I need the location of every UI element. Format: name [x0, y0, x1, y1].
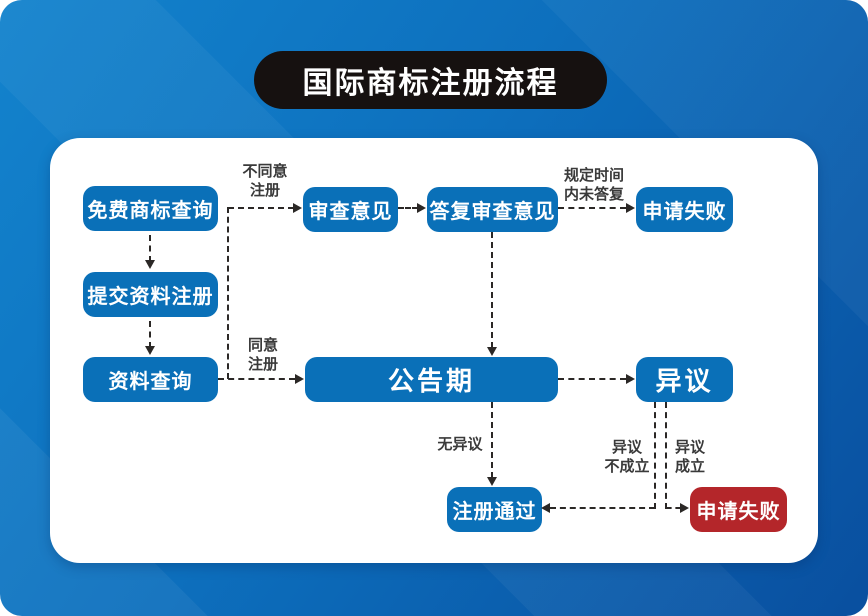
connector-branch-to-review	[228, 207, 294, 209]
arrowhead-inquiry-to-announce	[295, 374, 304, 384]
arrowhead-submit-to-inquiry	[145, 346, 155, 355]
node-announcement-period: 公告期	[305, 357, 558, 402]
arrowhead-objection-to-registered	[541, 503, 550, 513]
node-objection: 异议	[636, 357, 733, 402]
page-title: 国际商标注册流程	[302, 67, 559, 100]
connector-reply-to-fail	[558, 207, 626, 209]
edge-label-objection-established: 异议 成立	[674, 439, 705, 475]
node-submit-registration: 提交资料注册	[83, 272, 218, 317]
connector-submit-to-inquiry	[149, 321, 151, 348]
flowchart-card: 免费商标查询 提交资料注册 资料查询 审查意见 答复审查意见 申请失败 公告期 …	[50, 138, 818, 563]
node-application-failed-bottom: 申请失败	[690, 487, 787, 532]
arrowhead-review-to-reply	[417, 203, 426, 213]
edge-label-disagree-register: 不同意 注册	[242, 163, 288, 199]
connector-announce-to-objection	[558, 378, 626, 380]
arrowhead-reply-to-announce	[487, 347, 497, 356]
node-reply-examination-opinion: 答复审查意见	[427, 187, 558, 232]
arrowhead-search-to-submit	[145, 260, 155, 269]
connector-inquiry-to-announce	[218, 378, 295, 380]
node-data-inquiry: 资料查询	[83, 357, 218, 402]
connector-objection-down-right	[665, 402, 667, 509]
arrowhead-announce-to-objection	[626, 374, 635, 384]
node-registration-approved: 注册通过	[447, 487, 542, 532]
connector-branch-up	[227, 207, 229, 379]
connector-reply-to-announce	[491, 232, 493, 348]
arrowhead-announce-to-registered	[487, 477, 497, 486]
connector-search-to-submit	[149, 235, 151, 262]
edge-label-no-reply-in-time: 规定时间 内未答复	[563, 167, 624, 203]
connector-announce-to-registered	[491, 402, 493, 478]
arrowhead-branch-to-review	[293, 203, 302, 213]
node-free-trademark-search: 免费商标查询	[83, 186, 218, 231]
connector-objection-to-registered	[550, 507, 655, 509]
arrowhead-reply-to-fail	[626, 203, 635, 213]
edge-label-objection-not-established: 异议 不成立	[604, 439, 650, 475]
node-examination-opinion: 审查意见	[303, 187, 398, 232]
arrowhead-objection-to-fail	[680, 503, 689, 513]
edge-label-no-objection: 无异议	[437, 436, 483, 453]
connector-objection-down-left	[654, 402, 656, 509]
node-application-failed-top: 申请失败	[636, 187, 733, 232]
connector-review-to-reply	[398, 207, 418, 209]
title-banner: 国际商标注册流程	[254, 51, 607, 109]
edge-label-agree-register: 同意 注册	[247, 337, 278, 373]
connector-objection-to-fail	[666, 507, 681, 509]
